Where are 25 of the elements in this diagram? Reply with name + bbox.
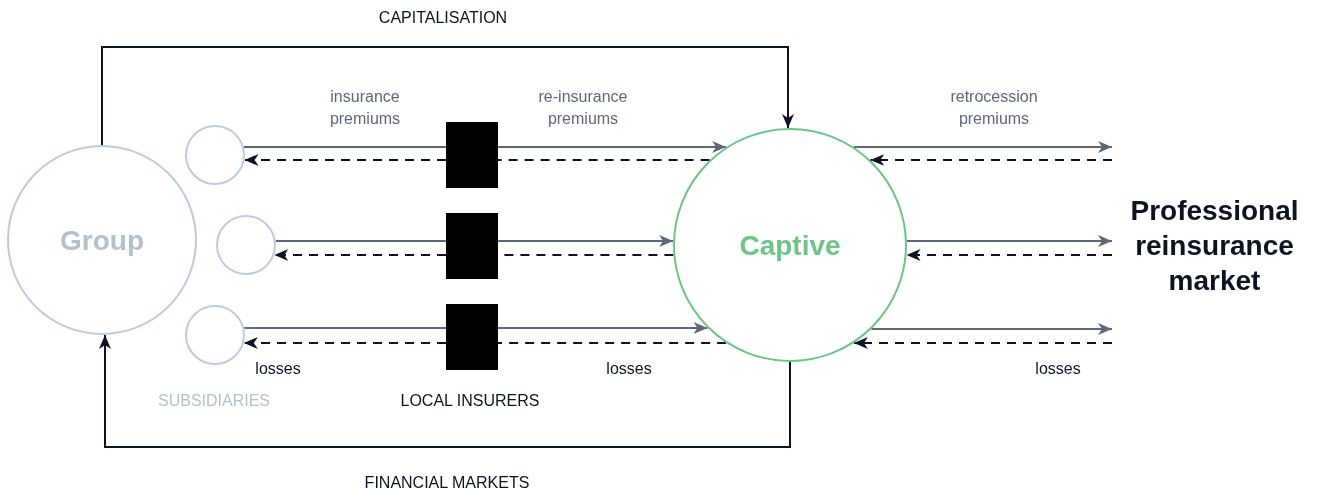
arrow xyxy=(243,154,447,166)
arrow xyxy=(99,334,791,448)
node-label: Group xyxy=(60,223,144,258)
arrow xyxy=(497,235,675,247)
arrow xyxy=(869,154,1113,166)
node-label: Professional reinsurance market xyxy=(1129,193,1300,298)
arrow xyxy=(905,235,1113,247)
arrow xyxy=(242,337,447,349)
arrow xyxy=(497,322,709,334)
arrow xyxy=(101,46,794,146)
node-label: Captive xyxy=(739,228,841,263)
block xyxy=(446,304,498,370)
circle-node xyxy=(7,145,197,335)
arrow xyxy=(852,141,1113,153)
circle xyxy=(216,215,276,275)
arrow xyxy=(497,141,728,153)
arrow xyxy=(905,249,1113,261)
circle xyxy=(185,125,245,185)
arrow xyxy=(870,323,1113,335)
circle-node xyxy=(673,128,907,362)
arrow xyxy=(273,249,447,261)
block xyxy=(446,213,498,279)
block xyxy=(446,122,498,188)
circle xyxy=(185,305,245,365)
arrow xyxy=(852,337,1113,349)
